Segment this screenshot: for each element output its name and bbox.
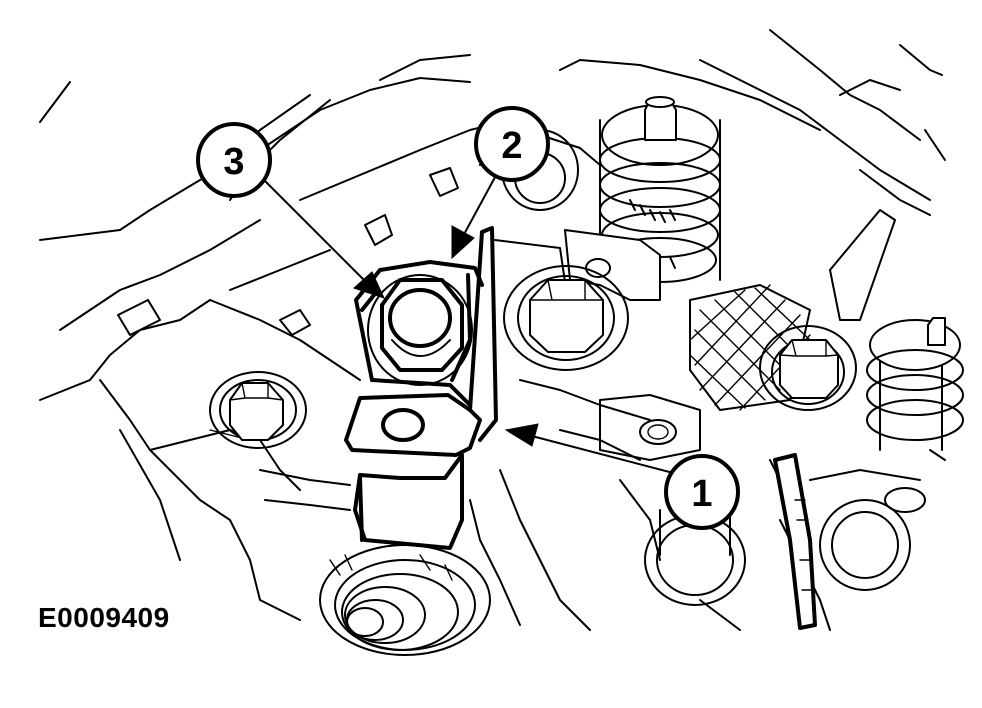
callout-1: 1 — [664, 454, 740, 530]
lower-valve-spring — [319, 544, 491, 656]
right-hex-bolt — [759, 325, 857, 411]
left-hex-bolt — [209, 371, 307, 449]
callout-3: 3 — [196, 122, 272, 198]
bracket — [344, 226, 498, 550]
callout-2: 2 — [474, 106, 550, 182]
clip — [354, 260, 484, 407]
callout-2-label: 2 — [501, 125, 522, 167]
cylinder-head-background — [39, 29, 946, 631]
figure-id-label: E0009409 — [38, 602, 170, 633]
locating-pins — [117, 167, 459, 336]
nut — [367, 274, 473, 386]
right-valve-spring — [866, 317, 964, 451]
callout-3-label: 3 — [223, 141, 244, 183]
callout-1-label: 1 — [691, 473, 712, 515]
mounting-plate — [599, 394, 701, 461]
upper-valve-spring — [599, 96, 721, 286]
lower-right-cups — [644, 453, 926, 630]
center-bolt — [503, 265, 629, 371]
